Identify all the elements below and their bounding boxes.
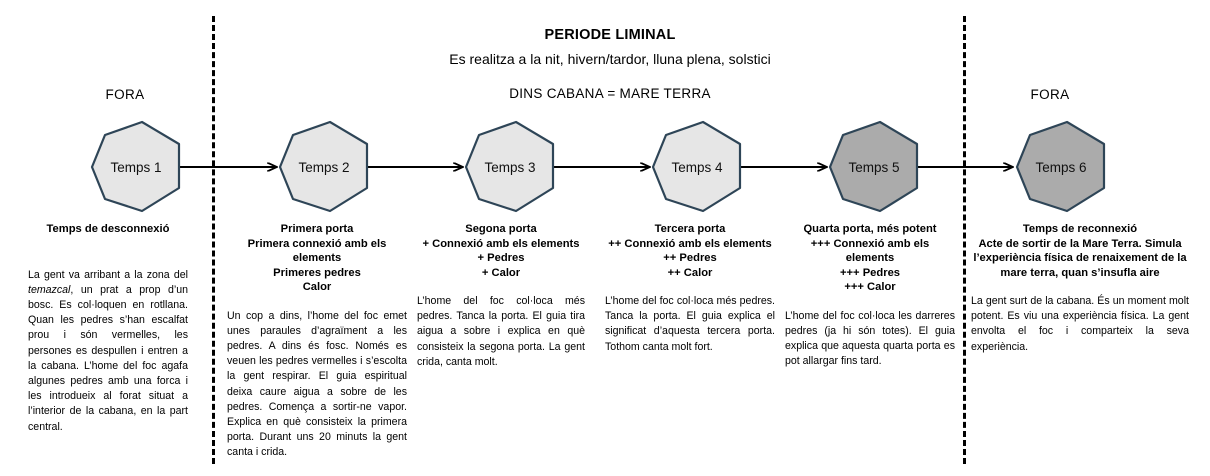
heptagon-shape xyxy=(90,120,181,213)
column-temps-4: Tercera porta++ Connexió amb els element… xyxy=(605,222,775,355)
column-temps-1: Temps de desconnexió La gent va arribant… xyxy=(28,222,188,435)
outside-zone-label-right: FORA xyxy=(1030,87,1070,102)
column-caption: Segona porta+ Connexió amb els elements+… xyxy=(422,223,580,279)
node-temps-3[interactable]: Temps 3 xyxy=(464,120,555,213)
node-label: Temps 3 xyxy=(484,160,535,175)
node-label: Temps 5 xyxy=(848,160,899,175)
column-body-post: , un prat a prop d’un bosc. Es col·loque… xyxy=(28,283,188,433)
column-caption: Quarta porta, més potent+++ Connexió amb… xyxy=(803,223,937,293)
node-temps-5[interactable]: Temps 5 xyxy=(828,120,919,213)
column-temps-3: Segona porta+ Connexió amb els elements+… xyxy=(417,222,585,370)
outside-zone-label-left: FORA xyxy=(105,87,145,102)
heptagon-shape xyxy=(278,120,369,213)
divider-line-right xyxy=(963,16,966,464)
column-caption: Tercera porta++ Connexió amb els element… xyxy=(608,223,772,279)
column-body: L’home del foc col·loca més pedres. Tanc… xyxy=(417,295,585,368)
heptagon-shape xyxy=(828,120,919,213)
header-block: PERIODE LIMINAL Es realitza a la nit, hi… xyxy=(310,26,910,69)
node-label: Temps 2 xyxy=(298,160,349,175)
column-caption: Temps de desconnexió xyxy=(46,223,170,235)
diagram-title: PERIODE LIMINAL xyxy=(544,27,676,43)
column-body-italic: temazcal xyxy=(28,283,71,296)
column-temps-5: Quarta porta, més potent+++ Connexió amb… xyxy=(785,222,955,369)
heptagon-shape xyxy=(1015,120,1106,213)
column-body: La gent surt de la cabana. És un moment … xyxy=(971,295,1189,353)
heptagon-shape xyxy=(651,120,742,213)
column-body: L’home del foc col·loca les darreres ped… xyxy=(785,309,955,368)
node-temps-6[interactable]: Temps 6 xyxy=(1015,120,1106,213)
column-body: L’home del foc col·loca més pedres. Tanc… xyxy=(605,295,775,353)
node-label: Temps 6 xyxy=(1035,160,1086,175)
node-temps-4[interactable]: Temps 4 xyxy=(651,120,742,213)
divider-line-left xyxy=(212,16,215,464)
column-body: Un cop a dins, l’home del foc emet unes … xyxy=(227,309,407,459)
node-label: Temps 4 xyxy=(671,160,723,175)
heptagon-shape xyxy=(464,120,555,213)
column-body-pre: La gent va arribant a la zona del xyxy=(28,268,188,281)
process-flow: Temps 1 Temps 2 Temps 3 Temps 4 Temps 5 … xyxy=(90,120,1106,213)
node-label: Temps 1 xyxy=(110,160,161,175)
inside-zone-label: DINS CABANA = MARE TERRA xyxy=(509,86,711,101)
diagram-subtitle: Es realitza a la nit, hivern/tardor, llu… xyxy=(449,51,771,67)
node-temps-2[interactable]: Temps 2 xyxy=(278,120,369,213)
node-temps-1[interactable]: Temps 1 xyxy=(90,120,181,213)
column-body: La gent va arribant a la zona del temazc… xyxy=(28,268,188,435)
